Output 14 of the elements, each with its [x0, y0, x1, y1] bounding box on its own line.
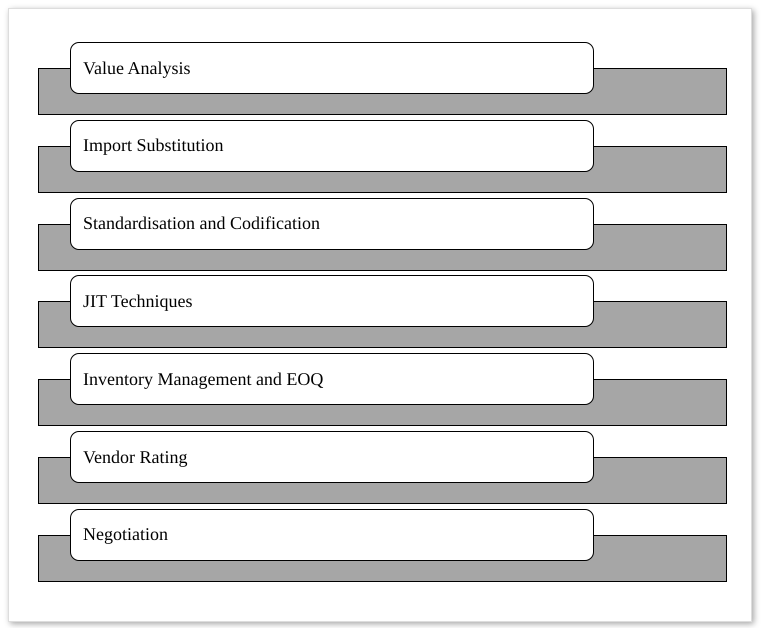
item-box	[70, 120, 594, 172]
item-box	[70, 431, 594, 483]
item-box	[70, 42, 594, 94]
item-label: Vendor Rating	[83, 446, 188, 468]
item-box	[70, 508, 594, 561]
item-label: JIT Techniques	[83, 290, 193, 312]
item-box	[70, 198, 594, 250]
item-label: Negotiation	[83, 524, 168, 546]
item-label: Inventory Management and EOQ	[83, 368, 324, 390]
item-box	[70, 275, 594, 328]
item-label: Value Analysis	[83, 58, 190, 78]
item-label: Import Substitution	[83, 135, 224, 156]
item-box	[70, 353, 594, 406]
item-label: Standardisation and Codification	[83, 213, 320, 234]
